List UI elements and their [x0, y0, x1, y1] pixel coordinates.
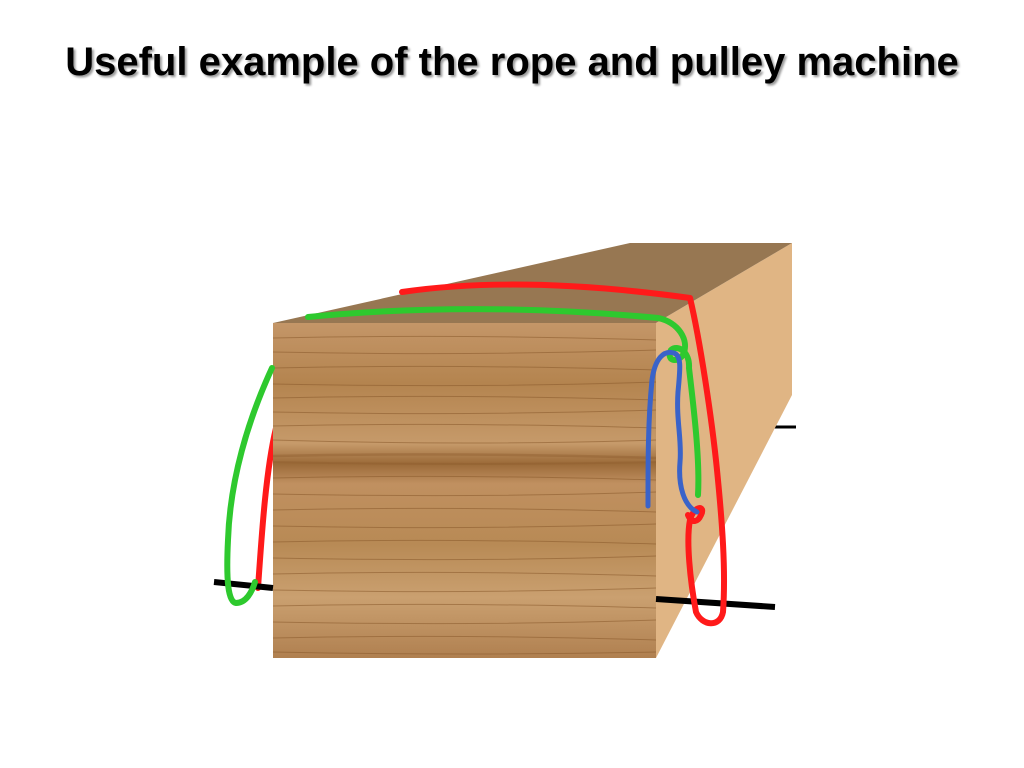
blue-rope: [645, 349, 700, 515]
green-rope: [305, 306, 702, 498]
red-rope-left-strand: [255, 425, 279, 591]
slide-title: Useful example of the rope and pulley ma…: [65, 40, 959, 84]
red-rope: [399, 281, 728, 627]
wood-block-front-face: [273, 323, 656, 658]
axle-front-left: [213, 579, 274, 591]
green-rope-left-loop: [224, 365, 275, 606]
wood-grain: [272, 335, 657, 655]
axle-front-right: [655, 596, 776, 610]
